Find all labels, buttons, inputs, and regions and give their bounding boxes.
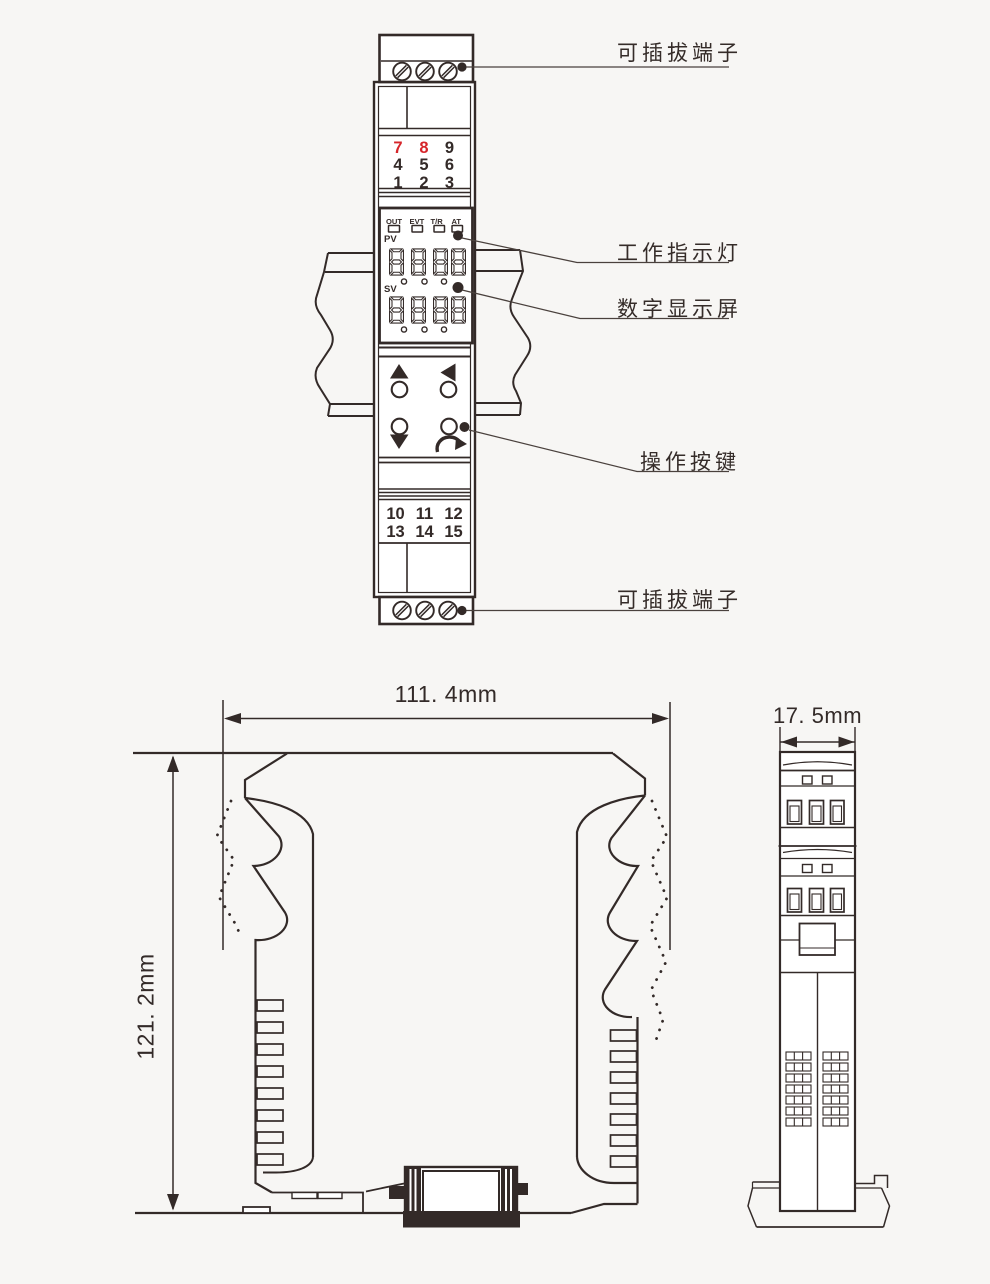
bottom-terminal-numbers: 10 11 12 13 14 15 [381,506,468,543]
bottom-terminal-block [378,595,475,626]
indicator-led-dot [453,230,463,241]
terminal-number: 12 [444,505,463,523]
terminal-number: 6 [444,156,455,175]
seven-segment-display-sv [389,296,466,333]
right-contour [570,752,647,1215]
terminal-slots [786,799,845,825]
terminal-number: 4 [393,156,403,175]
terminal-screw-icon [415,600,435,621]
module-front-view [372,33,477,626]
terminal-screw-icon [392,600,412,621]
din-rail-cross-section [747,1174,891,1228]
vent-slots-right [609,1029,638,1168]
vent-slots-left [256,999,284,1166]
callout-operation-buttons: 操作按键 [640,451,740,474]
callout-anchor-dot [457,62,467,72]
dimension-depth: 17. 5mm [772,703,863,728]
display-led-dot [452,282,464,293]
callout-anchor-dot [457,605,467,616]
callout-anchor-dot [459,422,470,432]
pv-label: PV [384,233,397,245]
left-contour [243,752,405,1213]
dimension-arrows [167,713,669,1211]
terminal-number: 9 [444,139,455,157]
vent-grid-right [822,1051,849,1127]
din-rail-right [475,249,532,416]
dimension-height: 121. 2mm [132,953,159,1060]
dimension-lines [133,700,671,1209]
din-rail-clip [389,1165,528,1228]
led-label-out: OUT [386,217,403,226]
callout-top-terminal: 可插拔端子 [617,42,742,65]
button-left [439,380,458,399]
terminal-number: 10 [386,505,405,523]
callout-indicator-light: 工作指示灯 [617,242,742,265]
callout-leader-lines [461,66,729,612]
callout-bottom-terminal: 可插拔端子 [617,589,742,612]
button-down [390,417,409,436]
terminal-slots [786,887,845,913]
terminal-screw-icon [438,61,458,82]
terminal-number: 15 [444,523,463,542]
din-rail-left [314,252,374,417]
terminal-number: 3 [444,173,455,192]
terminal-number: 2 [419,173,429,192]
sv-label: SV [384,284,397,295]
end-view-drawing [747,727,891,1228]
vent-grille [378,187,471,198]
led-label-at: AT [451,217,462,226]
vent-grid-left [785,1051,812,1127]
dimension-arrows [781,736,855,748]
top-terminal-block [378,33,475,84]
break-dotted-lines [215,799,669,1045]
seven-segment-display-pv [389,248,466,285]
return-arrow-icon [455,437,467,450]
terminal-number: 7 [393,139,403,157]
terminal-number: 14 [415,523,434,542]
display-panel [378,206,474,345]
led-label-tr: T/R [430,217,443,226]
terminal-number: 8 [419,139,429,157]
button-up [390,380,409,399]
status-led [387,224,464,233]
callout-digital-display: 数字显示屏 [617,298,742,321]
operation-buttons [390,363,470,453]
down-arrow-icon [390,434,409,449]
terminal-screw-icon [438,600,458,621]
terminal-number: 11 [415,505,434,523]
terminal-number: 5 [419,156,429,175]
terminal-number: 13 [386,523,405,542]
vent-grille [378,488,471,501]
terminal-screw-icon [415,61,435,82]
up-arrow-icon [390,364,409,379]
led-label-evt: EVT [409,217,425,226]
button-enter [440,417,458,436]
terminal-number: 1 [393,173,403,192]
clip-slider [798,922,836,956]
terminal-screw-icon [392,61,412,82]
dimension-width: 111. 4mm [394,681,498,707]
side-view-drawing [133,700,671,1228]
left-arrow-icon [440,363,456,382]
top-terminal-numbers: 7 8 9 4 5 6 1 2 3 [385,140,462,192]
